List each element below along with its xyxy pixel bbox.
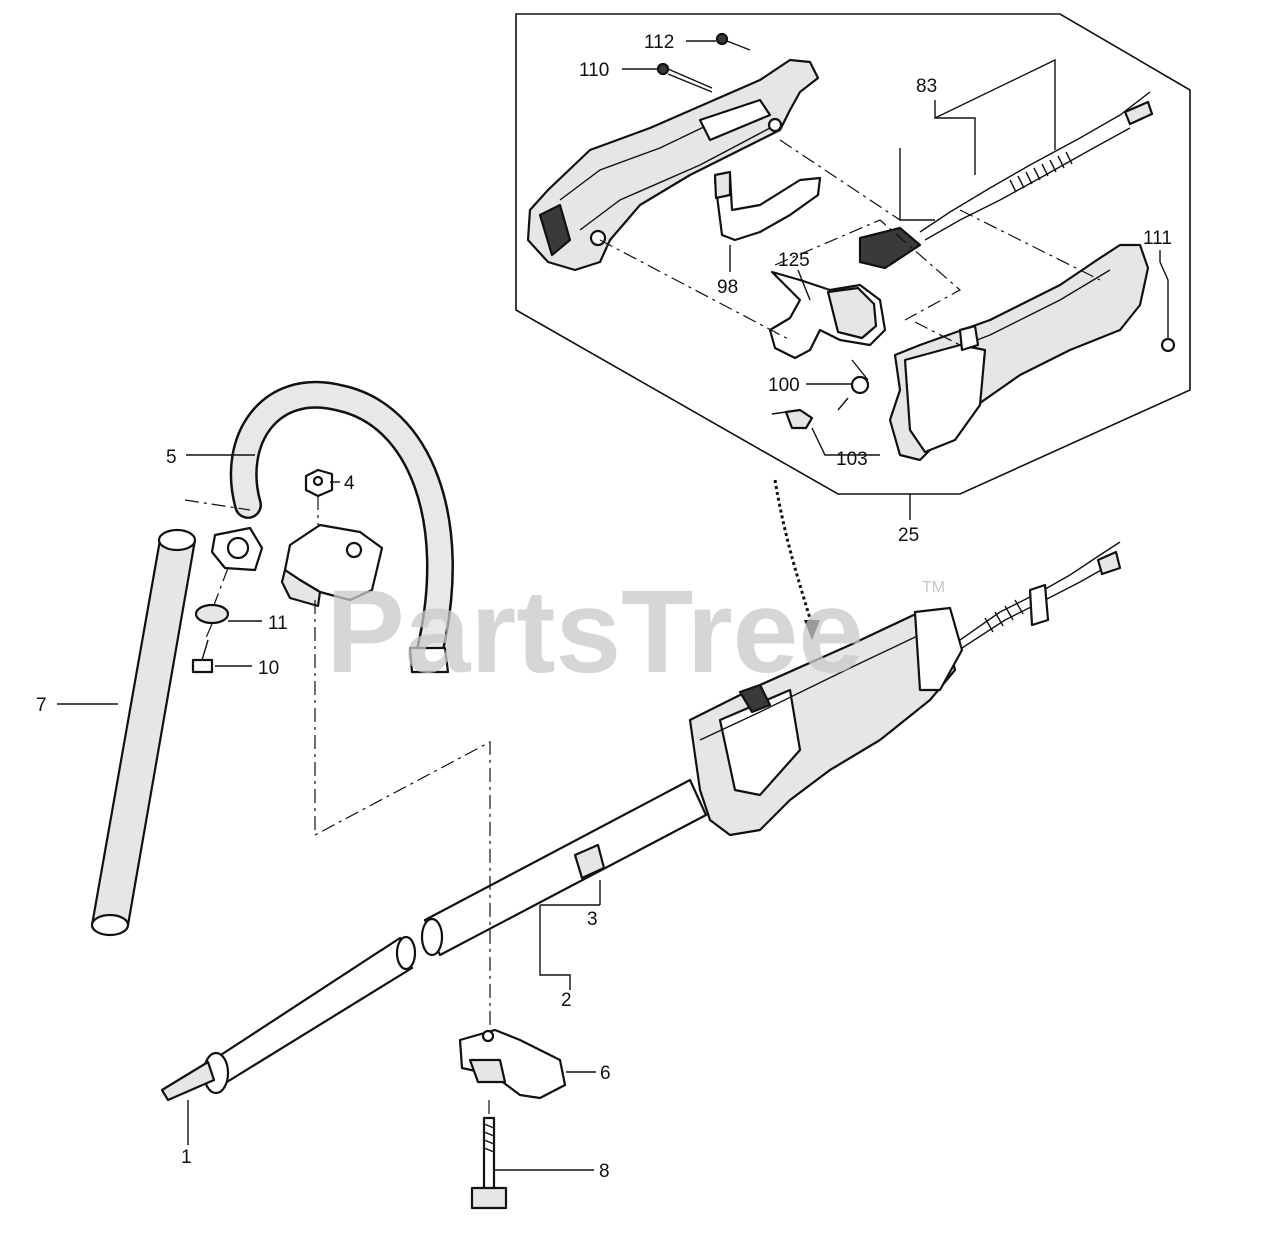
handle-clamp-upper [280,523,384,608]
callout-125: 125 [778,250,810,271]
guide-line [599,239,791,341]
callout-83: 83 [916,76,937,97]
callout-8: 8 [599,1161,610,1182]
guide-line [314,600,491,1030]
washer [194,603,230,625]
throttle-lever [768,270,887,360]
callout-4: 4 [344,473,355,494]
guide-line [204,623,213,641]
guide-line [184,499,251,511]
torsion-spring [837,359,870,411]
callout-2: 2 [561,990,572,1011]
callout-3: 3 [587,909,598,930]
watermark-trademark: TM [922,579,945,596]
bolt [470,1116,508,1210]
guide-line [779,139,901,221]
main-tube [420,778,708,957]
handle-assembled [688,541,1122,837]
grip-holder [210,526,264,572]
callout-112: 112 [644,32,674,53]
loop-handle [229,380,454,674]
screw-10 [191,639,214,674]
callout-100: 100 [768,375,800,396]
callout-11: 11 [268,613,288,634]
handle-half-left [526,58,820,272]
callout-103: 103 [836,449,868,470]
guide-line [914,321,961,346]
tube-collar [573,843,606,880]
inset-frame [515,13,1191,495]
stop-plate [771,408,814,430]
foam-grip [90,528,197,937]
watermark: PartsTree [326,566,864,698]
callout-98: 98 [717,277,738,298]
callout-111: 111 [1143,228,1172,249]
throttle-trigger [713,170,822,242]
callout-7: 7 [36,695,47,716]
callout-25: 25 [898,525,919,546]
stop-switch-assembly [858,91,1154,270]
handle-clamp-lower [458,1028,567,1100]
callout-6: 6 [600,1063,611,1084]
nut [304,468,334,498]
callout-5: 5 [166,447,177,468]
callout-10: 10 [258,658,279,679]
callout-1: 1 [181,1147,192,1168]
screw-112 [715,32,751,51]
callout-110: 110 [579,60,609,81]
handle-half-right [888,243,1176,462]
assembly-arrow [773,479,820,640]
screw-110 [656,62,713,93]
guide-line [213,567,229,606]
guide-line [959,209,1101,281]
guide-line [774,219,962,321]
drive-shaft-tube [160,935,417,1102]
